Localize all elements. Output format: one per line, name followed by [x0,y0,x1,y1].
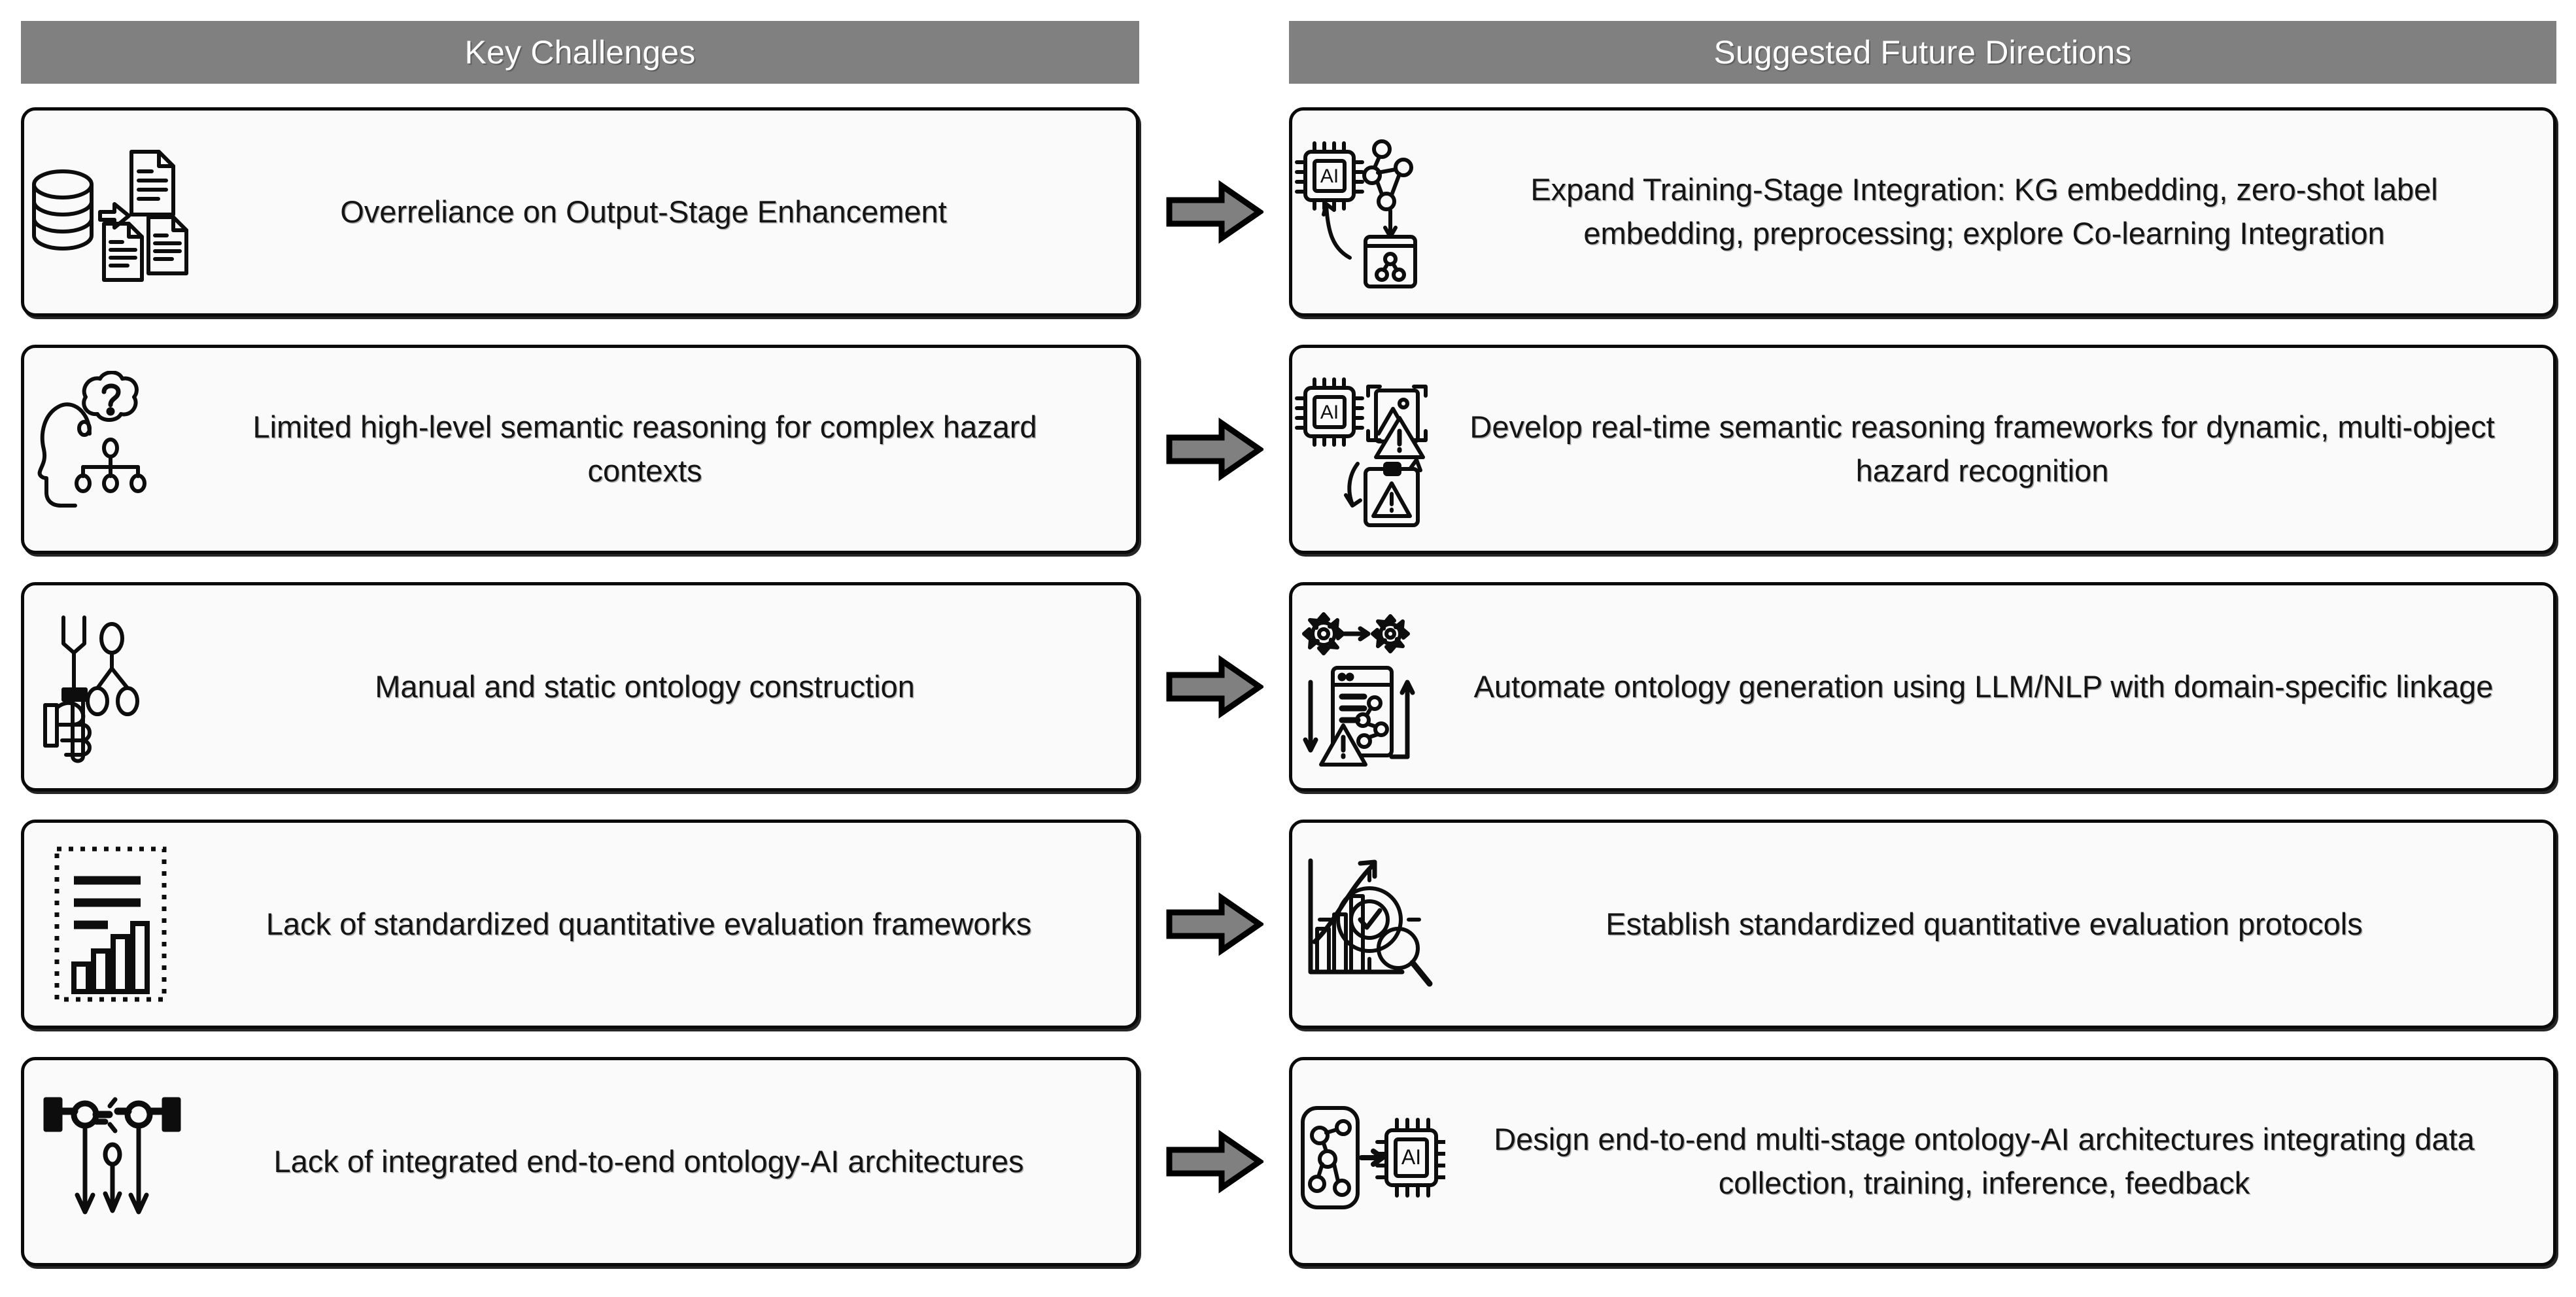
challenge-text: Lack of integrated end-to-end ontology-A… [273,1143,1024,1179]
dashed-box-bar-chart-icon [24,842,203,1006]
direction-text: Establish standardized quantitative eval… [1606,906,2363,941]
svg-text:AI: AI [1320,402,1338,423]
right-block-arrow-icon [1139,820,1289,1029]
svg-text:AI: AI [1401,1145,1421,1169]
challenge-card-5[interactable]: Lack of integrated end-to-end ontology-A… [21,1057,1139,1266]
right-block-arrow-icon [1139,1057,1289,1266]
right-block-arrow-icon [1139,345,1289,554]
direction-card-4[interactable]: Establish standardized quantitative eval… [1289,820,2556,1029]
table-row: Manual and static ontology construction [21,582,2556,791]
table-row: Overreliance on Output-Stage Enhancement… [21,107,2556,317]
ai-chip-knowledge-graph-training-icon: AI [1292,133,1448,290]
growth-chart-target-magnifier-icon [1292,849,1448,999]
table-row: Lack of standardized quantitative evalua… [21,820,2556,1029]
challenge-text: Overreliance on Output-Stage Enhancement [340,194,947,229]
header-suggested-future-directions: Suggested Future Directions [1289,21,2556,84]
gears-automation-document-graph-warning-icon [1292,605,1447,769]
right-block-arrow-icon [1139,582,1289,791]
table-row: Limited high-level semantic reasoning fo… [21,345,2556,554]
direction-card-1[interactable]: AI [1289,107,2556,317]
challenge-card-3[interactable]: Manual and static ontology construction [21,582,1139,791]
header-key-challenges: Key Challenges [21,21,1139,84]
challenge-text: Limited high-level semantic reasoning fo… [252,409,1037,488]
table-header-row: Key Challenges Suggested Future Directio… [21,21,2556,84]
direction-card-5[interactable]: AI Design end-to-end multi-stage ontolog… [1289,1057,2556,1266]
svg-text:AI: AI [1320,165,1339,187]
header-spacer [1139,21,1289,84]
direction-text: Design end-to-end multi-stage ontology-A… [1494,1122,2475,1200]
hand-wrench-ontology-nodes-icon [24,608,196,765]
challenge-text: Manual and static ontology construction [375,668,915,704]
challenge-card-2[interactable]: Limited high-level semantic reasoning fo… [21,345,1139,554]
database-to-documents-icon [24,140,193,284]
challenge-card-4[interactable]: Lack of standardized quantitative evalua… [21,820,1139,1029]
table-row: Lack of integrated end-to-end ontology-A… [21,1057,2556,1266]
direction-card-2[interactable]: AI [1289,345,2556,554]
ai-chip-image-scan-warning-icon: AI [1292,371,1444,528]
challenge-card-1[interactable]: Overreliance on Output-Stage Enhancement [21,107,1139,317]
direction-text: Expand Training-Stage Integration: KG em… [1530,172,2438,251]
head-thought-question-hierarchy-icon [24,371,196,528]
disconnected-pipeline-arrows-icon [24,1086,203,1237]
right-block-arrow-icon [1139,107,1289,317]
direction-text: Develop real-time semantic reasoning fra… [1469,409,2495,488]
challenge-text: Lack of standardized quantitative evalua… [266,906,1032,941]
gears-automation-document-graph-warning-icon-card[interactable]: Automate ontology generation using LLM/N… [1289,582,2556,791]
knowledge-graph-to-ai-chip-icon: AI [1292,1096,1448,1227]
direction-text: Automate ontology generation using LLM/N… [1473,668,2494,704]
table-body: Overreliance on Output-Stage Enhancement… [21,107,2556,1266]
